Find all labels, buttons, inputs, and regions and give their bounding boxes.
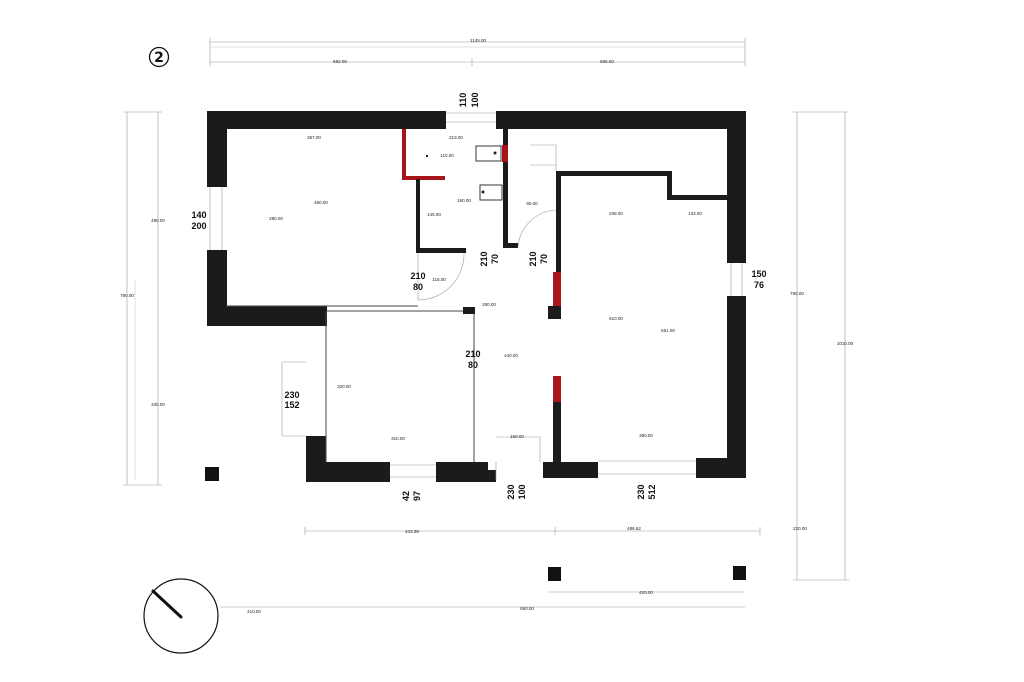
dim-right-outer: 1010.00 (837, 341, 854, 346)
bathroom-fixtures (425, 145, 503, 201)
hall-height: 440.00 (504, 353, 518, 358)
bath-width: 213.00 (449, 135, 463, 140)
hall-door-width: 160.00 (510, 434, 524, 439)
toilet (479, 184, 503, 201)
dim-right-inner: 790.00 (790, 291, 804, 296)
opening-11-top: 230 (636, 484, 646, 499)
opening-3-bottom: 70 (490, 254, 500, 264)
opening-3-top: 210 (479, 251, 489, 266)
opening-6-top: 150 (751, 269, 766, 279)
living-height-2: 551.00 (661, 328, 675, 333)
opening-8-top: 230 (284, 390, 299, 400)
bedroom-width-top: 367.00 (307, 135, 321, 140)
opening-4-bottom: 70 (539, 254, 549, 264)
room2-width: 310.00 (391, 436, 405, 441)
pier-left (548, 567, 561, 581)
opening-6-bottom: 76 (754, 280, 764, 290)
dim-bottom-right: 486.62 (627, 526, 641, 531)
opening-4-top: 210 (528, 251, 538, 266)
opening-5-top: 210 (410, 271, 425, 281)
interior-walls (226, 129, 727, 462)
dim-right-extension: 220.00 (793, 526, 807, 531)
opening-7-top: 210 (465, 349, 480, 359)
pier-right (733, 566, 746, 580)
exterior-walls (205, 111, 746, 482)
dim-left-upper: 480.00 (151, 218, 165, 223)
dim-top-left: 582.00 (333, 59, 347, 64)
dim-left-total: 790.00 (120, 293, 134, 298)
opening-10-top: 230 (506, 484, 516, 499)
dim-top-total: 1145.00 (470, 38, 486, 43)
openings (209, 112, 743, 480)
floor-badge: 2 (148, 46, 170, 68)
opening-11-bottom: 512 (647, 484, 657, 499)
dim-left-lower: 330.00 (151, 402, 165, 407)
opening-5-bottom: 80 (413, 282, 423, 292)
living-width-right: 133.00 (688, 211, 702, 216)
bath-depth-2: 160.00 (457, 198, 471, 203)
opening-9-bottom: 97 (412, 491, 422, 501)
hall-width-2: 280.00 (482, 302, 496, 307)
bottom-dimensions: 443.38 486.62 420.00 850.00 210.00 (220, 526, 761, 614)
opening-2-bottom: 200 (191, 221, 206, 231)
living-width-top: 238.00 (609, 211, 623, 216)
opening-7-bottom: 80 (468, 360, 478, 370)
bath-depth-3: 145.00 (427, 212, 441, 217)
living-width-bottom: 350.00 (639, 433, 653, 438)
dim-terrace-width: 420.00 (639, 590, 653, 595)
dim-top-right: 565.00 (600, 59, 614, 64)
opening-2-top: 140 (191, 210, 206, 220)
left-dimensions: 790.00 480.00 330.00 (120, 111, 165, 486)
opening-8-bottom: 152 (284, 400, 299, 410)
opening-labels: 110 100 140 200 210 70 210 70 210 80 150… (191, 92, 766, 501)
dim-site-total: 850.00 (520, 606, 534, 611)
dim-compass-offset: 210.00 (247, 609, 261, 614)
right-dimensions: 790.00 1010.00 220.00 (790, 111, 854, 581)
room2-height: 320.00 (337, 384, 351, 389)
floor-number: 2 (154, 50, 164, 66)
stair-width: 90.00 (526, 201, 538, 206)
opening-1-bottom: 100 (470, 92, 480, 107)
living-height-1: 610.00 (609, 316, 623, 321)
dim-bottom-left: 443.38 (405, 529, 419, 534)
opening-10-bottom: 100 (517, 484, 527, 499)
bath-depth-1: 110.00 (440, 153, 454, 158)
bedroom-height: 280.00 (269, 216, 283, 221)
opening-9-top: 42 (401, 491, 411, 501)
bedroom-width-mid: 460.00 (314, 200, 328, 205)
opening-1-top: 110 (458, 93, 468, 108)
room-dimensions: 367.00 460.00 280.00 213.00 110.00 160.0… (269, 135, 702, 441)
sink (475, 145, 502, 162)
hall-width-1: 115.00 (432, 277, 446, 282)
north-arrow (143, 578, 219, 654)
top-dimensions: 1145.00 582.00 565.00 (209, 38, 746, 66)
